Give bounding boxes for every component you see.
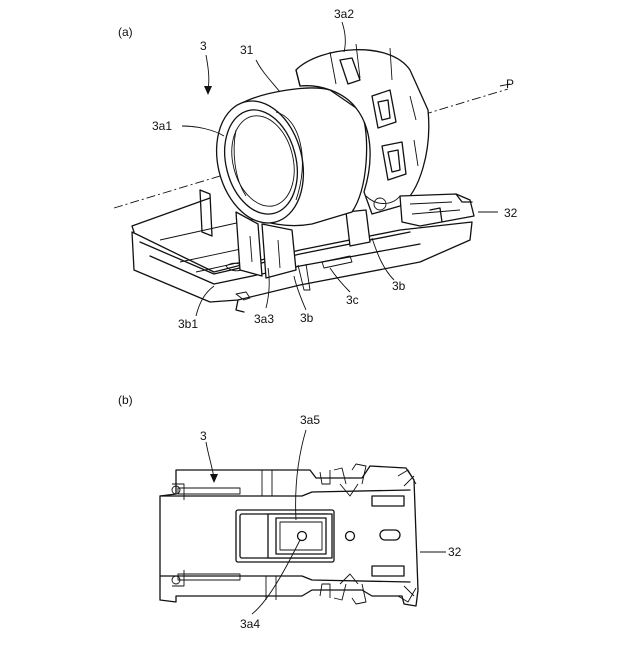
callout-32-b: 32 [448, 545, 462, 559]
callout-3c: 3c [346, 293, 359, 307]
callout-3a3: 3a3 [254, 312, 274, 326]
callout-3a5: 3a5 [300, 413, 320, 427]
callout-3a2: 3a2 [334, 7, 354, 21]
callout-3-a: 3 [200, 39, 207, 53]
panel-b-label: (b) [118, 393, 133, 407]
hole-3a4 [298, 532, 307, 541]
panel-a: (a) [114, 7, 518, 331]
callout-3b1: 3b1 [178, 317, 198, 331]
panel-a-label: (a) [118, 25, 133, 39]
panel-b: (b) [118, 393, 462, 631]
callout-3a1: 3a1 [152, 119, 172, 133]
callout-32-a: 32 [504, 206, 518, 220]
callout-3b-right: 3b [392, 279, 406, 293]
callout-31: 31 [240, 43, 254, 57]
sleeve-31 [204, 88, 366, 232]
connector-32 [400, 194, 474, 226]
callout-3a4: 3a4 [240, 617, 260, 631]
window-3a5 [236, 510, 334, 562]
callout-p: P [506, 77, 514, 91]
callout-3-b: 3 [200, 429, 207, 443]
callout-3b-mid: 3b [300, 311, 314, 325]
